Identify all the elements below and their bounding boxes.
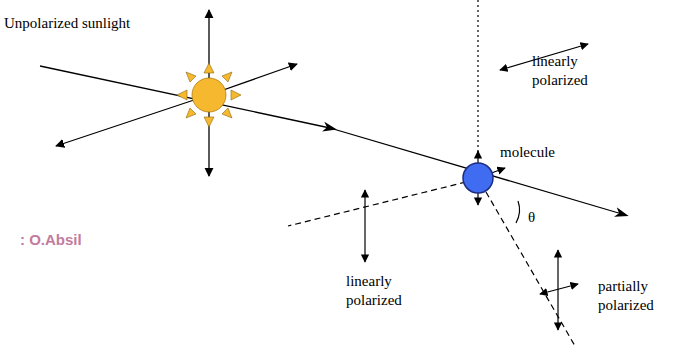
polarization-arrow [364,190,365,262]
credit-label: : O.Absil [20,231,160,250]
dashed-line [486,192,575,346]
polarization-arrow [540,284,578,294]
polarization-label: partially polarized [598,277,668,315]
molecule-circle [463,163,493,193]
sun-symbol [177,63,241,127]
beam-line [330,128,622,214]
angle-label: θ [528,208,548,227]
polarization-label: linearly polarized [346,272,416,310]
beam-line [40,66,330,128]
field-arrow [56,95,209,146]
sun-label: Unpolarized sunlight [4,14,174,33]
polarization-arrow [557,250,558,330]
angle-arc [516,201,520,223]
dashed-line [288,182,466,226]
dotted-line [477,0,478,160]
polarization-label: linearly polarized [532,52,602,90]
molecule-label: molecule [500,143,580,162]
